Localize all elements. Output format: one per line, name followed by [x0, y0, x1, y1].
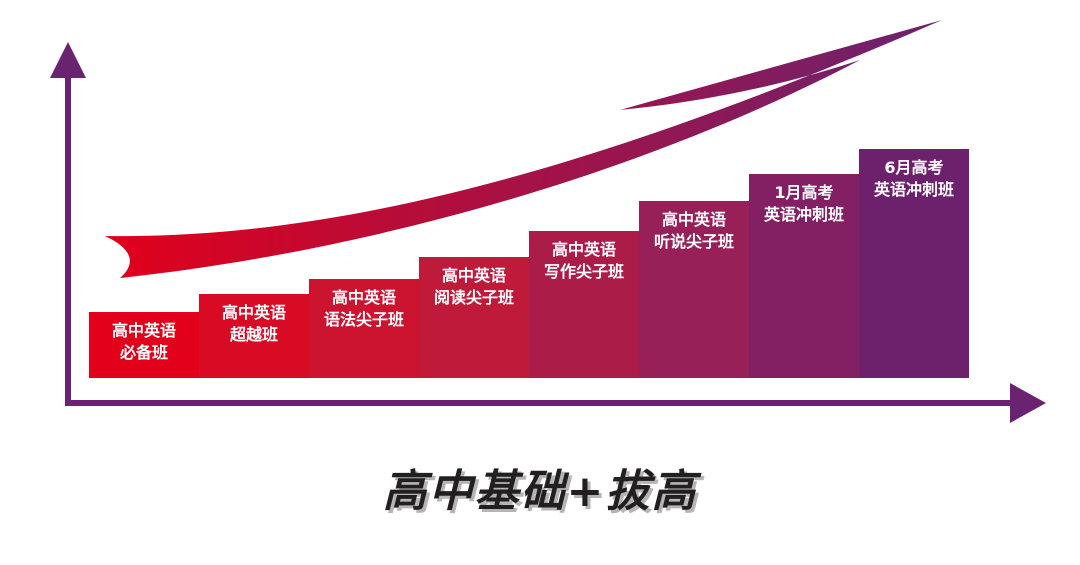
step-bar: 高中英语语法尖子班 [309, 279, 419, 378]
step-label-line2: 英语冲刺班 [763, 205, 844, 224]
growth-swoosh-arrow [105, 20, 942, 278]
y-axis [50, 42, 86, 406]
x-axis-arrowhead-icon [1010, 383, 1046, 423]
step-bar: 1月高考英语冲刺班 [749, 174, 859, 378]
step-label-line2: 听说尖子班 [653, 232, 734, 251]
step-bar: 高中英语阅读尖子班 [419, 257, 529, 378]
step-bar: 6月高考英语冲刺班 [859, 149, 969, 378]
x-axis [65, 383, 1046, 423]
step-label-line2: 语法尖子班 [323, 310, 404, 329]
main-title: 高中基础+拔高 [382, 466, 698, 517]
step-label-line1: 高中英语 [661, 210, 726, 229]
step-label-line2: 必备班 [119, 343, 168, 362]
step-label-line1: 高中英语 [221, 303, 286, 322]
step-label-line1: 高中英语 [551, 240, 616, 259]
step-label-line2: 写作尖子班 [543, 262, 624, 281]
step-label-line1: 6月高考 [884, 158, 944, 177]
step-label-line1: 高中英语 [441, 266, 506, 285]
step-label-line1: 高中英语 [331, 288, 396, 307]
step-bar: 高中英语超越班 [199, 294, 309, 378]
step-bar: 高中英语写作尖子班 [529, 231, 639, 378]
step-label-line2: 阅读尖子班 [433, 288, 514, 307]
step-label-line2: 英语冲刺班 [873, 180, 954, 199]
step-bar: 高中英语必备班 [89, 312, 199, 378]
step-label-line2: 超越班 [229, 325, 278, 344]
step-label-line1: 高中英语 [111, 321, 176, 340]
step-bar: 高中英语听说尖子班 [639, 201, 749, 378]
y-axis-arrowhead-icon [50, 42, 86, 78]
step-label-line1: 1月高考 [774, 183, 834, 202]
